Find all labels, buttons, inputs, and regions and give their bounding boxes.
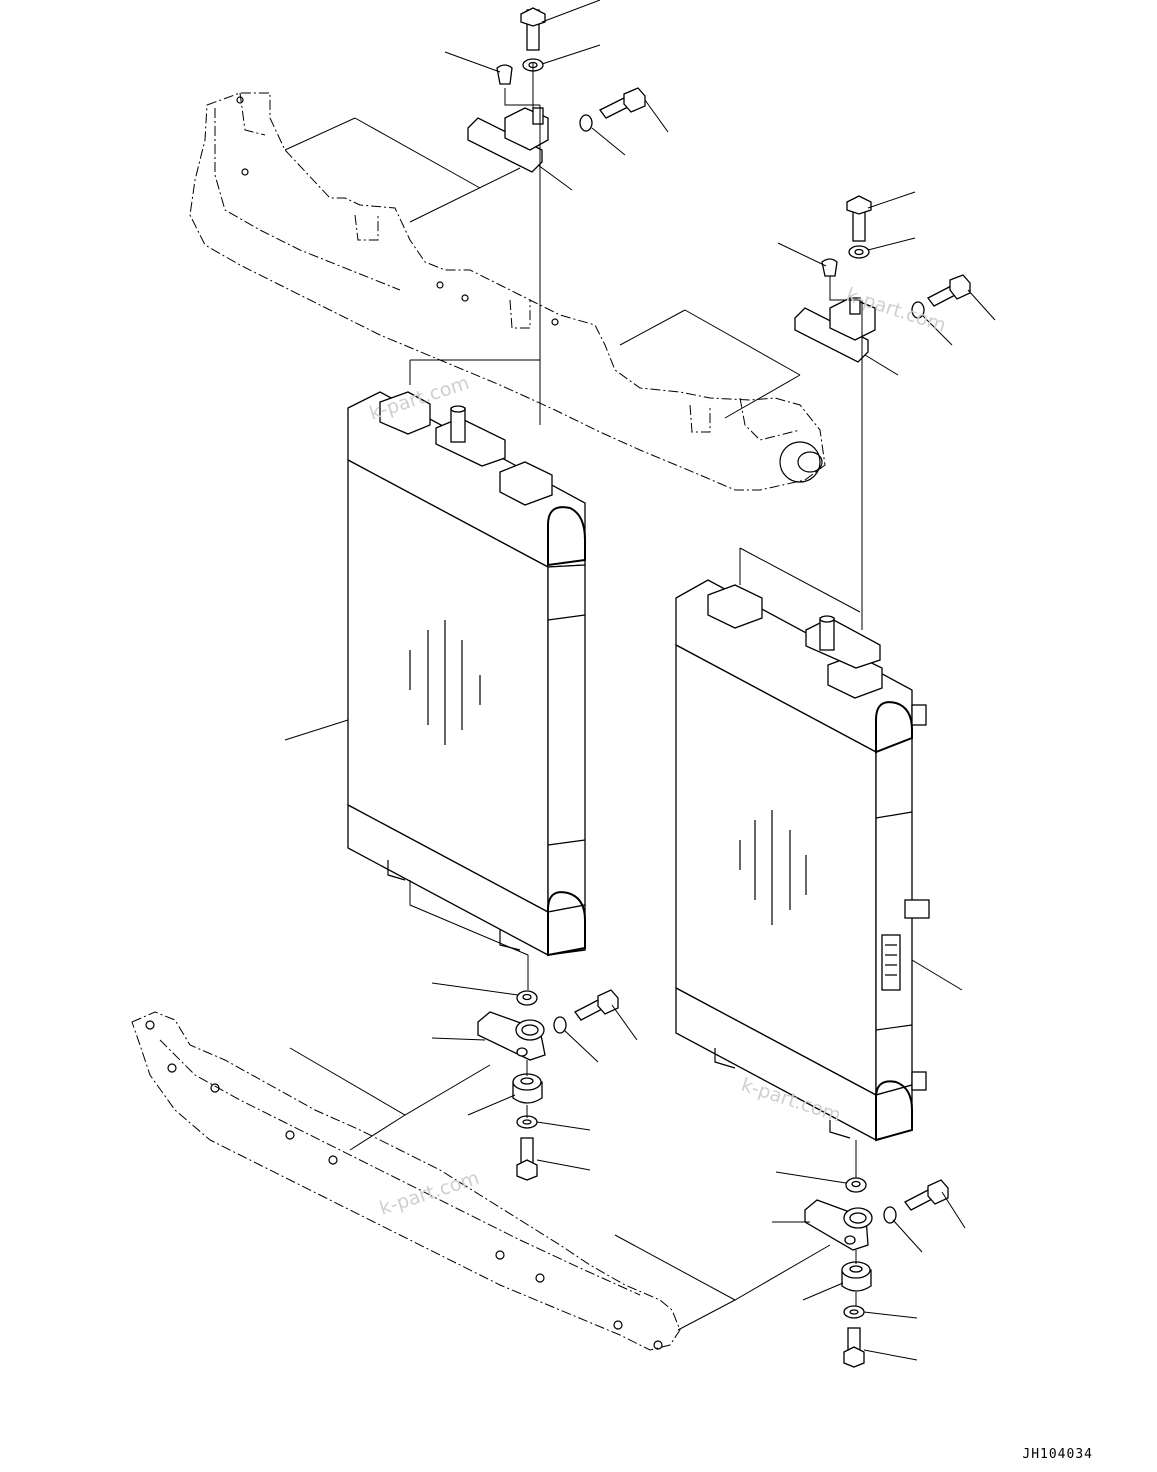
upper-right-mount (794, 195, 971, 363)
lower-right-mount (804, 1177, 949, 1368)
lower-left-mount (477, 989, 619, 1181)
drawing-code: JH104034 (1022, 1447, 1093, 1462)
left-radiator-core (347, 391, 586, 957)
assembly-lines (284, 62, 863, 1331)
callout-leaders (284, 0, 996, 1361)
watermark: k-part.com (377, 1167, 482, 1220)
upper-left-mount (467, 7, 646, 173)
right-radiator-core (675, 579, 930, 1142)
lower-frame-phantom (131, 1011, 681, 1351)
upper-frame-phantom (189, 92, 826, 491)
